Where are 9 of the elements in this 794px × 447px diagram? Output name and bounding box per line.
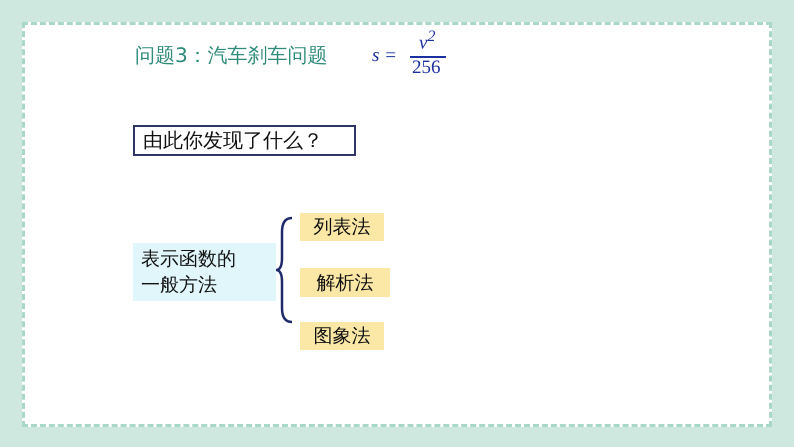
formula-text: s = [372, 45, 397, 67]
method-box: 表示函数的一般方法 [133, 243, 276, 301]
option-box: 列表法 [300, 213, 384, 241]
option-box: 图象法 [300, 322, 384, 350]
denominator: 256 [412, 57, 440, 79]
option-box: 解析法 [300, 268, 390, 297]
numerator: v$^{2}$ [419, 28, 436, 54]
question-box: 由此你发现了什么？ [133, 125, 356, 156]
title: 问题3：汽车刹车问题 [135, 42, 328, 69]
